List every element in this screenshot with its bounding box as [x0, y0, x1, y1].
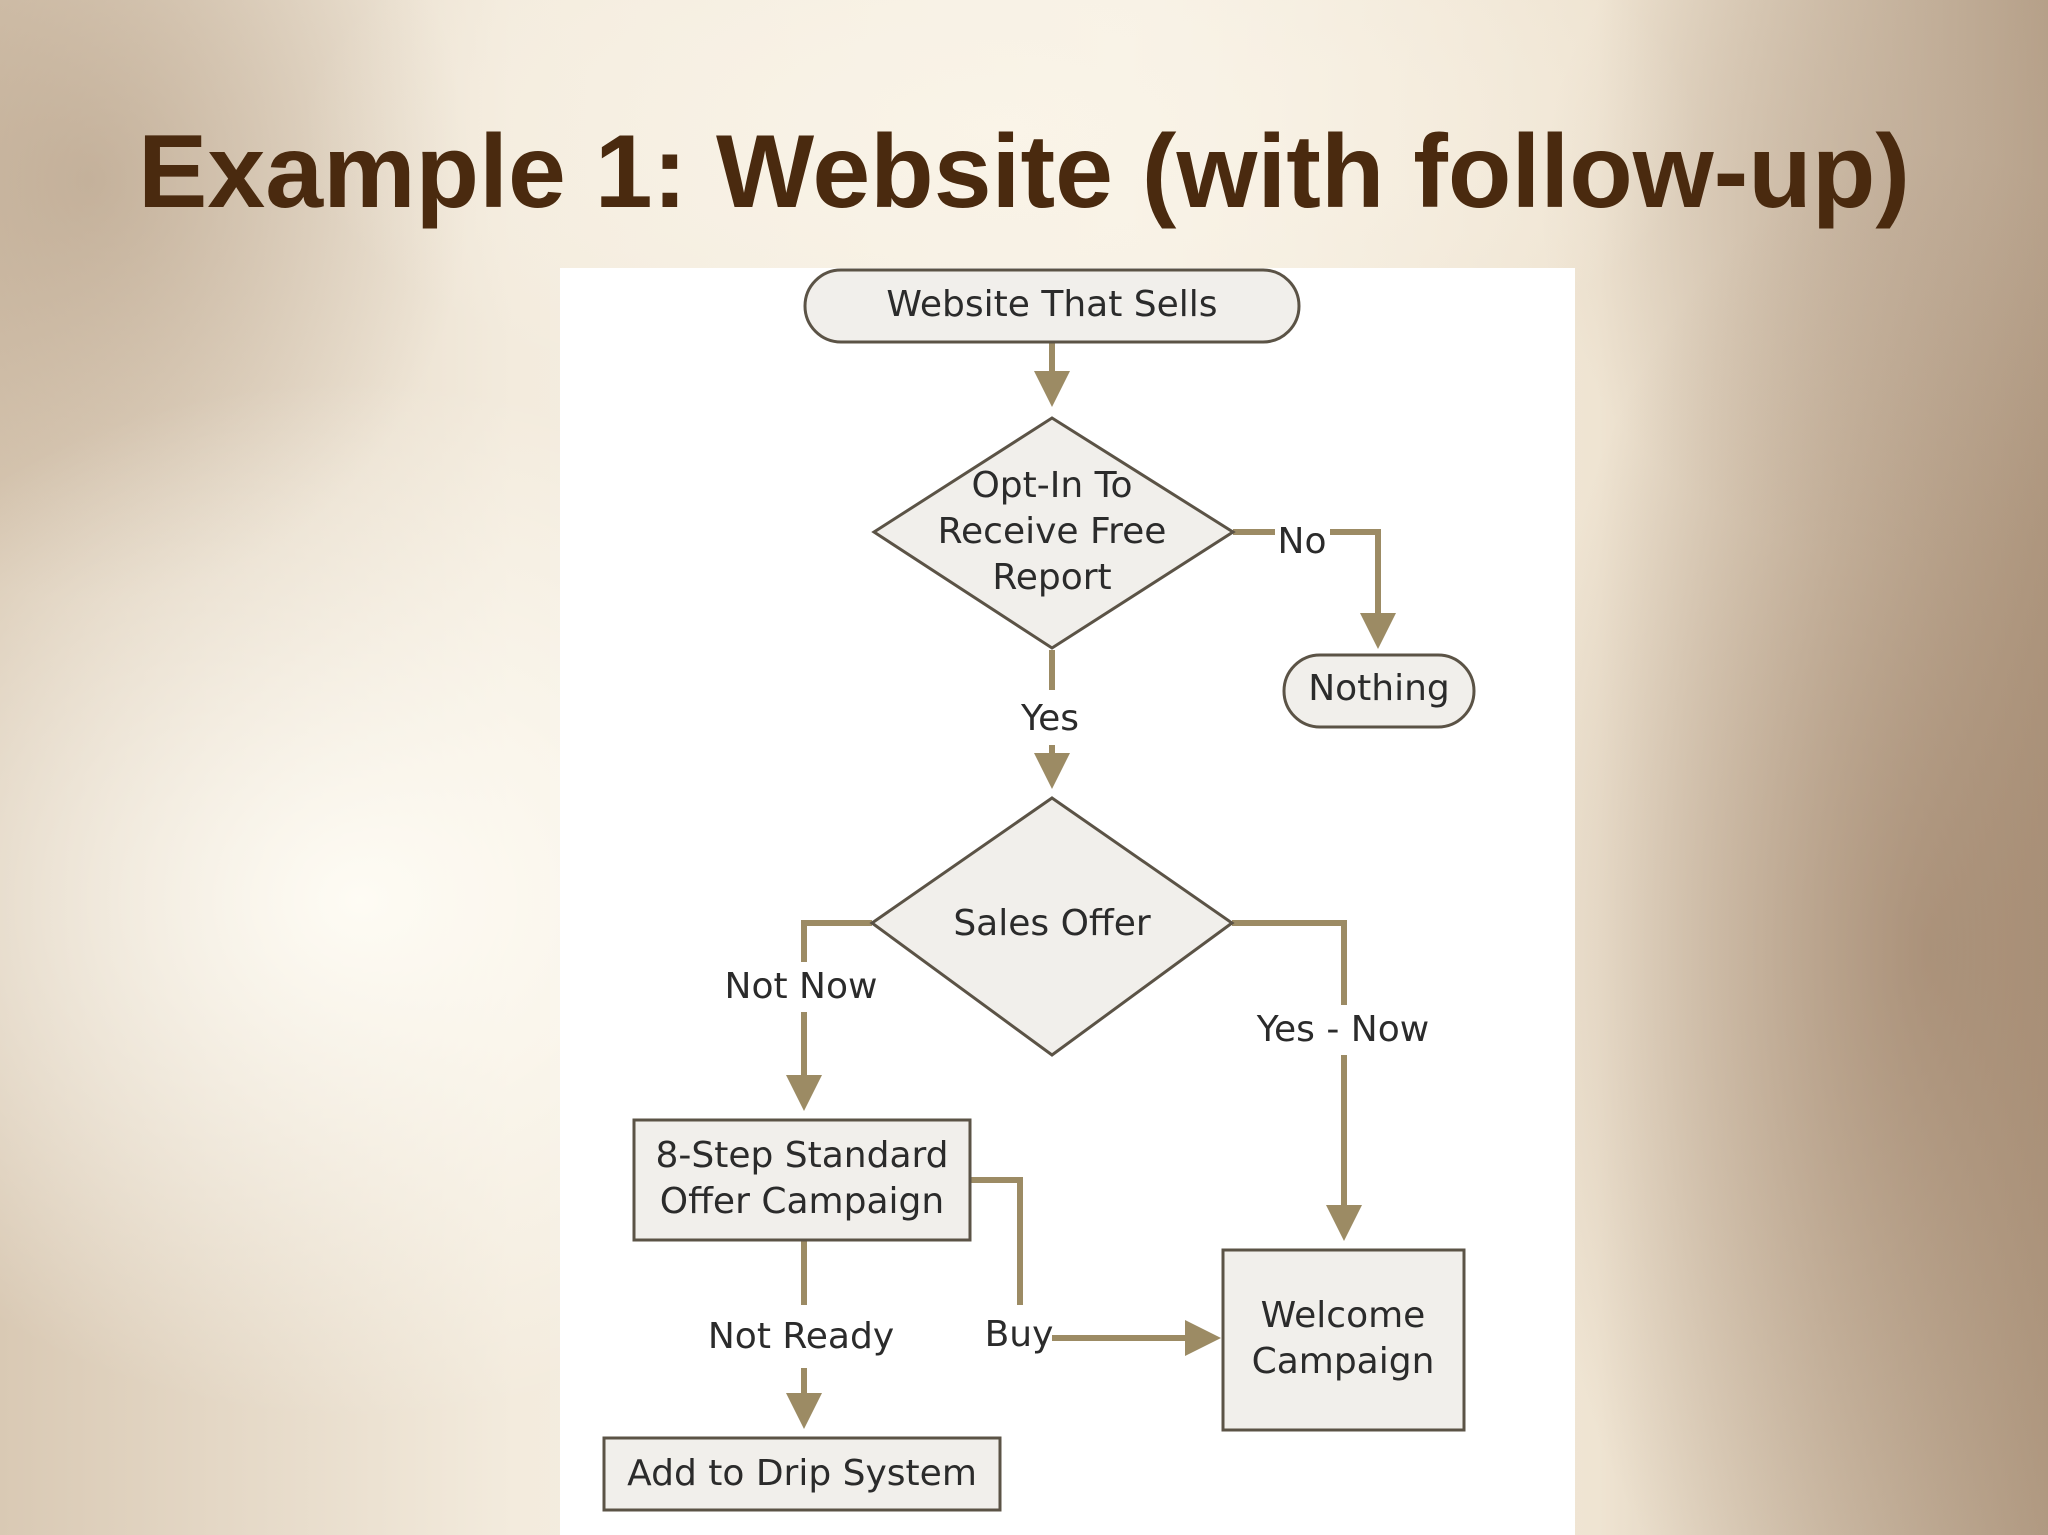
edge-label-buy: Buy: [985, 1314, 1054, 1355]
edge-label-yes-now: Yes - Now: [1256, 1009, 1429, 1050]
node-welcome-campaign: Welcome Campaign: [1221, 1248, 1466, 1432]
node-sales-offer-label: Sales Offer: [953, 903, 1151, 944]
node-opt-in-label-line-1: Opt-In To: [971, 465, 1132, 506]
node-standard-offer-campaign: 8-Step Standard Offer Campaign: [632, 1118, 972, 1242]
node-opt-in-decision: Opt-In To Receive Free Report: [871, 416, 1236, 650]
node-welcome-campaign-label-line-2: Campaign: [1252, 1341, 1435, 1382]
node-add-to-drip-system: Add to Drip System: [602, 1436, 1002, 1512]
flowchart-panel: Website That Sells Opt-In To Receive Fre…: [560, 268, 1575, 1535]
connector-sales-yesnow-a: [1232, 920, 1347, 1005]
node-website-that-sells: Website That Sells: [803, 268, 1301, 344]
node-opt-in-label-line-2: Receive Free: [938, 511, 1167, 552]
node-standard-offer-label-line-2: Offer Campaign: [660, 1181, 944, 1222]
node-nothing-label: Nothing: [1308, 668, 1450, 709]
node-opt-in-label-line-3: Report: [992, 557, 1111, 598]
node-nothing: Nothing: [1282, 653, 1476, 729]
flowchart: Website That Sells Opt-In To Receive Fre…: [602, 268, 1476, 1512]
node-website-that-sells-label: Website That Sells: [886, 284, 1217, 325]
edge-label-not-ready: Not Ready: [708, 1316, 894, 1357]
node-welcome-campaign-label-line-1: Welcome: [1261, 1295, 1426, 1336]
slide-title: Example 1: Website (with follow-up): [138, 114, 1910, 230]
node-add-to-drip-system-label: Add to Drip System: [627, 1453, 977, 1494]
edge-label-no: No: [1278, 521, 1327, 562]
connector-optin-no-to-nothing: [1330, 529, 1396, 649]
connector-standard-buy-a: [970, 1177, 1023, 1305]
edge-label-not-now: Not Now: [725, 966, 878, 1007]
connector-sales-notnow-a: [801, 920, 872, 962]
node-sales-offer-decision: Sales Offer: [869, 796, 1235, 1057]
node-standard-offer-label-line-1: 8-Step Standard: [655, 1135, 948, 1176]
edge-label-yes: Yes: [1020, 698, 1079, 739]
